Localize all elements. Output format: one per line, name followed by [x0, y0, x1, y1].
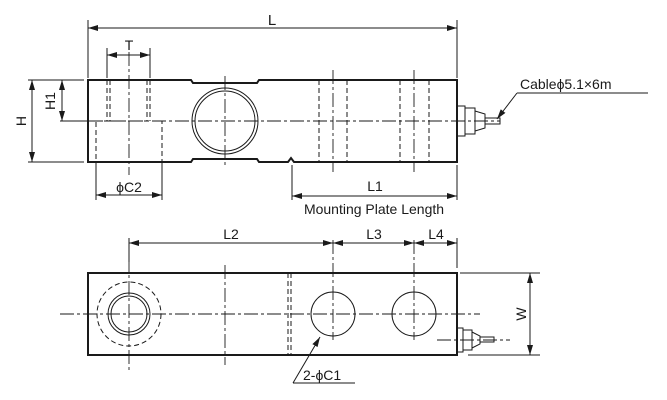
- cable-leader: [496, 92, 518, 120]
- mounting-hole: [391, 291, 437, 337]
- label-cable: Cableϕ5.1×6m: [520, 76, 612, 92]
- load-hole-inner: [110, 295, 148, 333]
- label-T: T: [125, 37, 134, 53]
- label-L2: L2: [223, 226, 239, 242]
- label-H: H: [13, 116, 29, 126]
- label-L4: L4: [428, 226, 444, 242]
- hidden-counterbore: [95, 120, 163, 163]
- counterbore-hidden: [96, 281, 162, 347]
- cable-gland-icon: [456, 105, 501, 137]
- mounting-hole: [310, 291, 356, 337]
- label-L: L: [268, 12, 276, 29]
- label-W: W: [513, 307, 529, 321]
- cable-gland-icon: [437, 327, 510, 353]
- load-hole-outer: [107, 292, 151, 336]
- side-view: L T H H1 ϕC2 L1 Mounting Plate Length Ca…: [13, 12, 648, 217]
- label-C2: ϕC2: [116, 179, 142, 195]
- label-mounting-plate-length: Mounting Plate Length: [304, 201, 444, 217]
- label-L3: L3: [366, 226, 382, 242]
- label-H1: H1: [42, 92, 58, 110]
- label-L1: L1: [367, 178, 383, 194]
- plan-view: L2 L3 L4 W 2-ϕC1: [60, 226, 540, 384]
- label-C1: 2-ϕC1: [303, 367, 341, 383]
- c1-leader: [292, 336, 321, 384]
